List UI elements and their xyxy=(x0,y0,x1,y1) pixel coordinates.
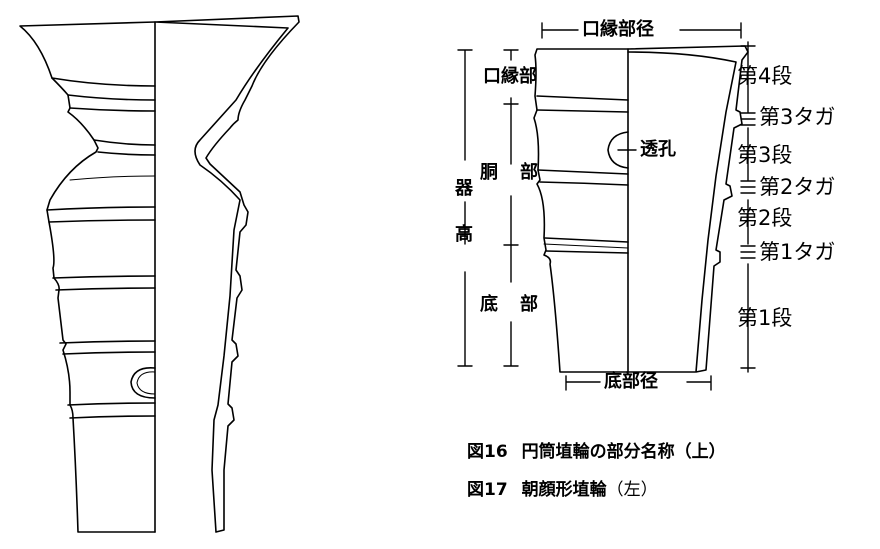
ento-hole xyxy=(607,131,629,169)
mouth-rim-line xyxy=(51,77,156,87)
ento-taga-2 xyxy=(537,169,629,186)
body-label: 胴 部 xyxy=(480,162,540,183)
ento-taga-1 xyxy=(544,237,629,254)
taga-label-2: 第2タガ xyxy=(759,175,836,199)
ento-cross-section xyxy=(627,45,749,373)
section-dimension xyxy=(503,49,519,367)
asagao-haniwa-drawing xyxy=(19,15,300,533)
caption-fig17-number: 図17 xyxy=(467,480,508,500)
asagao-cross-section xyxy=(154,15,300,533)
rim-diameter-label: 口縁部径 xyxy=(582,19,654,40)
base-diameter-label: 底部径 xyxy=(604,371,658,392)
neck-band-lower xyxy=(93,139,156,156)
asagao-hole xyxy=(130,366,156,399)
vessel-height-label: 器高 xyxy=(455,178,473,245)
taga-label-3: 第3タガ xyxy=(759,105,836,129)
base-label: 底 部 xyxy=(480,294,540,315)
ento-taga-1-mid xyxy=(543,243,629,249)
asagao-hole-inner xyxy=(136,371,156,395)
ento-haniwa-drawing xyxy=(533,45,749,373)
ento-taga-3 xyxy=(536,95,629,113)
asagao-taga-3 xyxy=(52,275,156,291)
dimension-lines xyxy=(457,22,756,391)
shoulder-line xyxy=(69,175,156,181)
caption-fig16-text: 円筒埴輪の部分名称（上） xyxy=(521,442,726,462)
tier-label-1: 第1段 xyxy=(737,306,793,330)
caption-fig16: 図16 円筒埴輪の部分名称（上） xyxy=(467,444,726,461)
ento-exterior-outline xyxy=(533,48,629,373)
tier-label-2: 第2段 xyxy=(737,206,793,230)
caption-fig17-suffix: （左） xyxy=(606,480,658,500)
tier-scale xyxy=(740,41,756,373)
caption-fig16-number: 図16 xyxy=(467,442,508,462)
caption-fig17-text: 朝顔形埴輪 xyxy=(521,480,607,500)
neck-band-upper xyxy=(67,94,156,112)
hole-label: 透孔 xyxy=(640,139,676,160)
taga-label-1: 第1タガ xyxy=(759,240,836,264)
tier-label-3: 第3段 xyxy=(737,143,793,167)
asagao-taga-1 xyxy=(67,402,156,419)
tier-label-4: 第4段 xyxy=(737,64,793,88)
vessel-height-dimension xyxy=(457,49,473,367)
asagao-taga-4 xyxy=(46,206,156,223)
caption-fig17: 図17 朝顔形埴輪（左） xyxy=(467,482,658,499)
rim-diameter-dimension xyxy=(541,22,742,39)
asagao-exterior-outline xyxy=(19,21,156,533)
rim-label: 口縁部 xyxy=(483,66,537,87)
base-diameter-dimension xyxy=(565,375,712,391)
asagao-taga-2 xyxy=(59,340,156,355)
